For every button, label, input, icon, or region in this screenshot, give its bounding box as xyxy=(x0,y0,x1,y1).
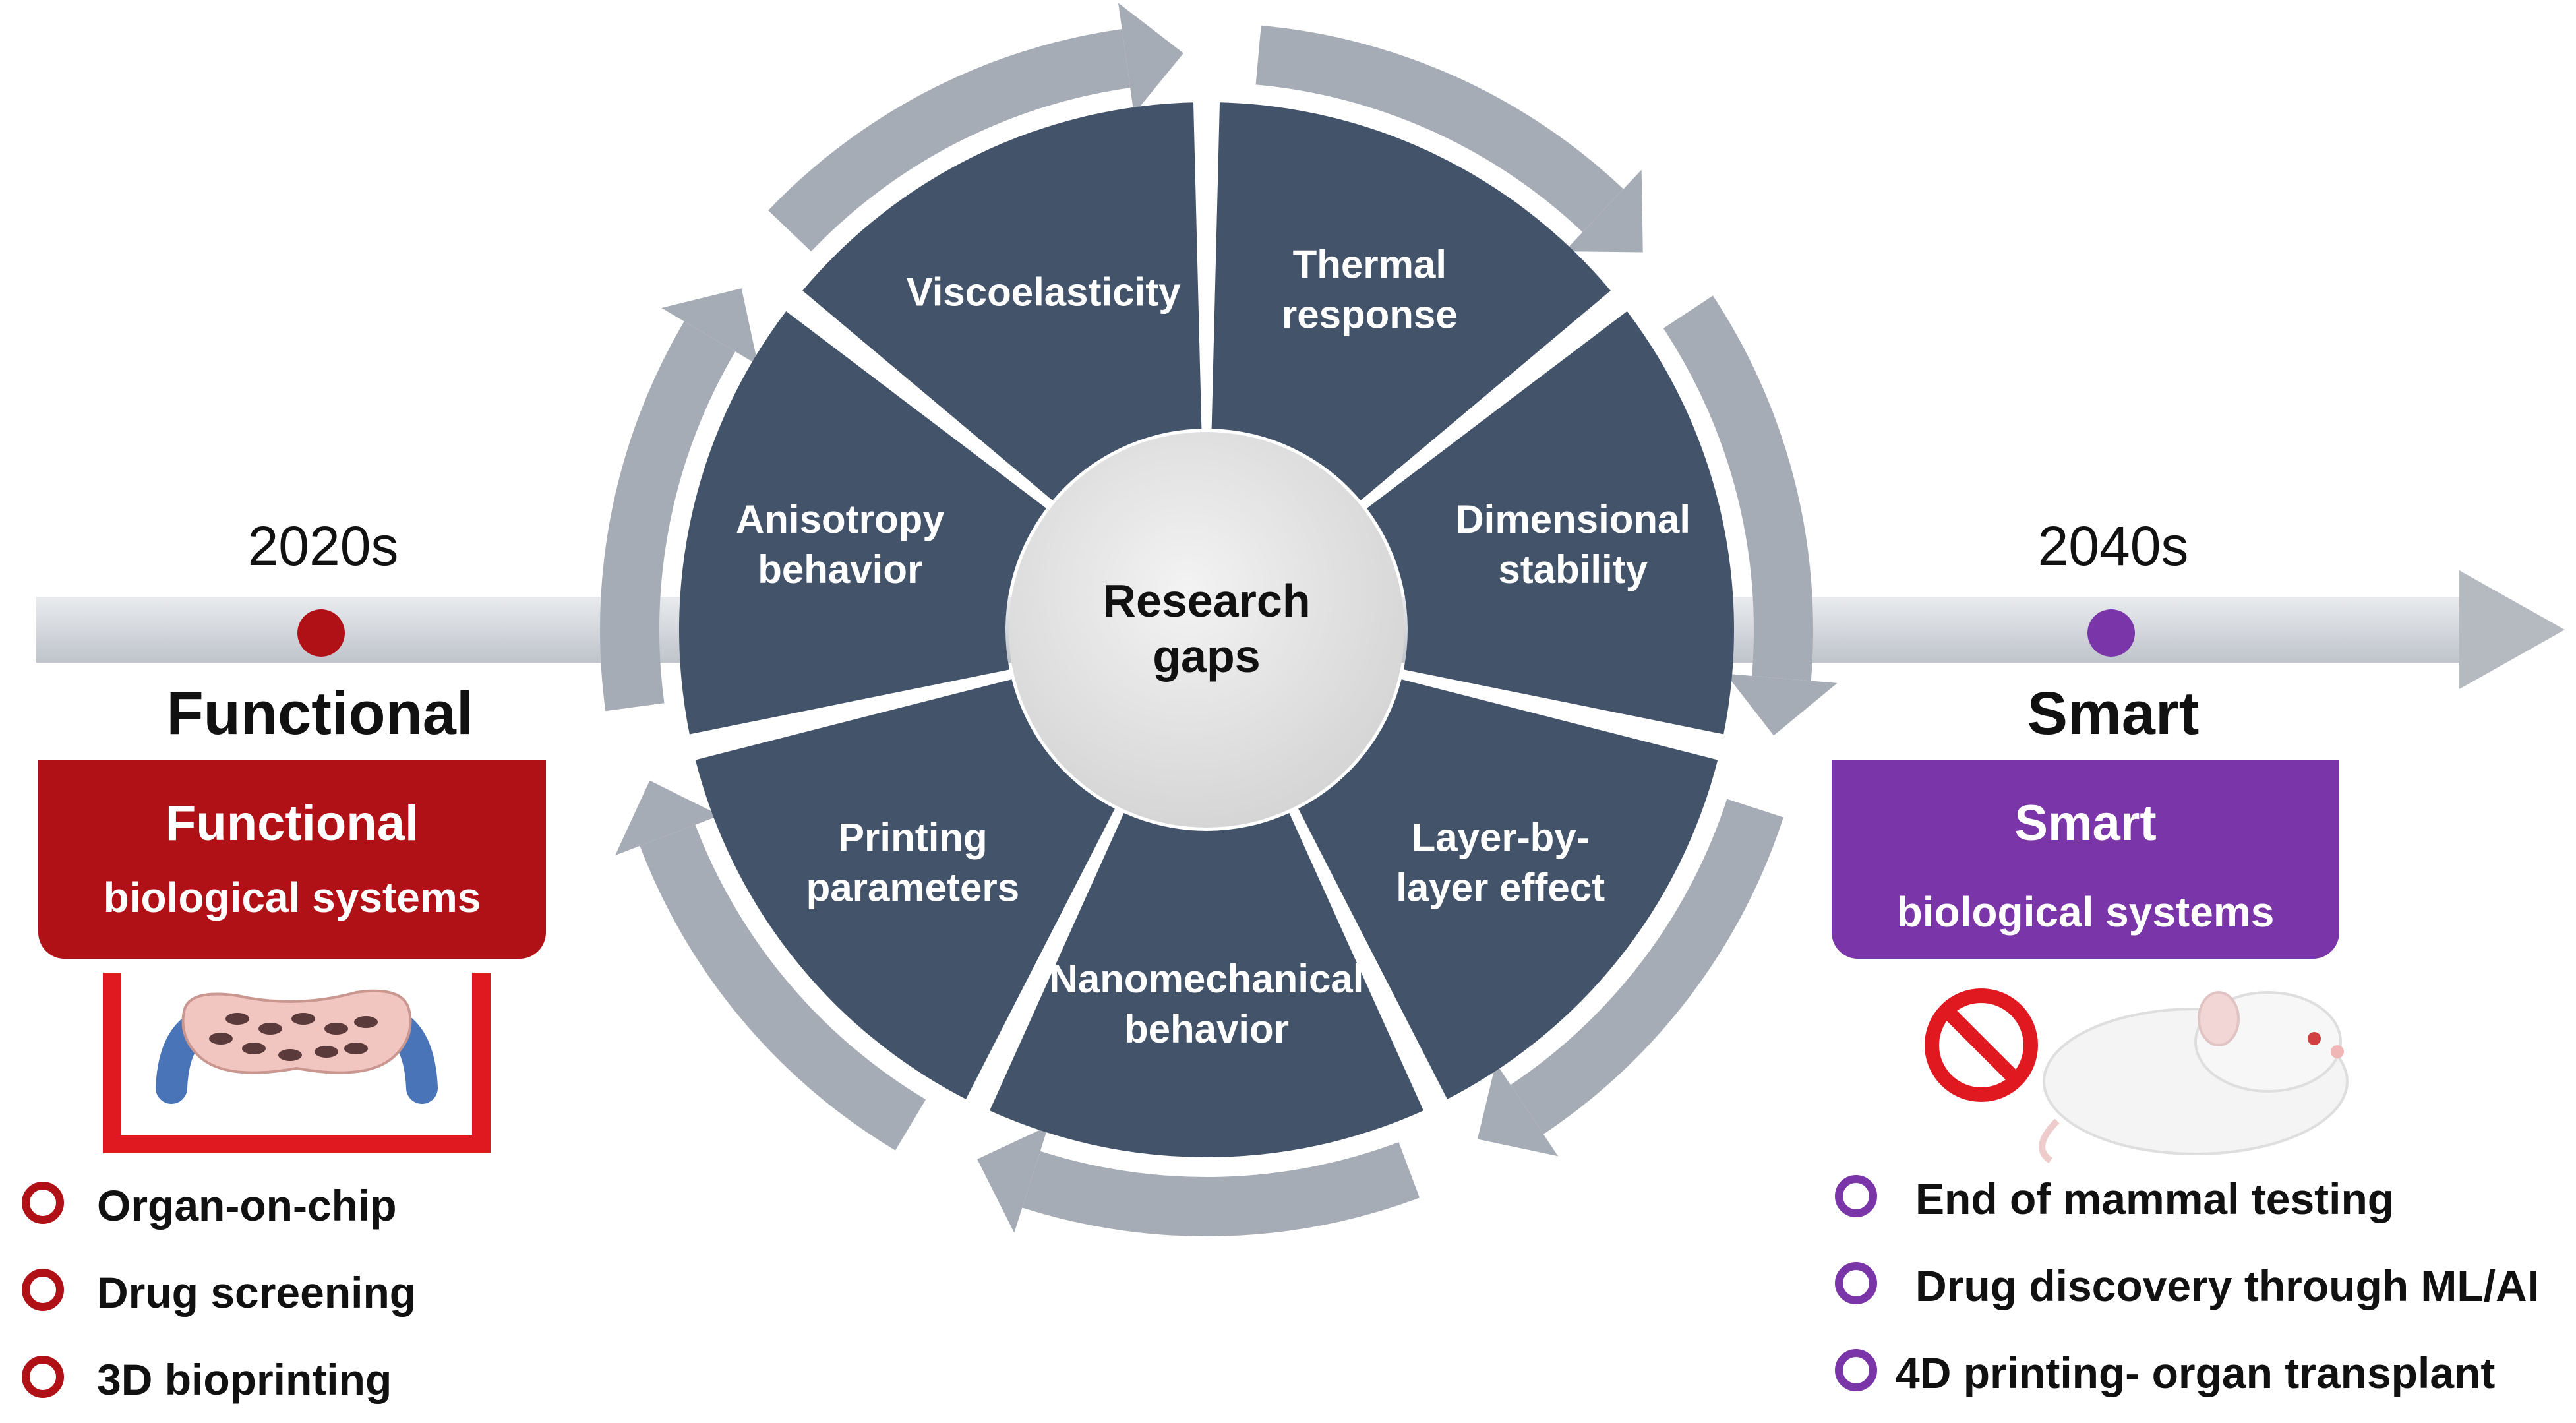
segment-label-3-line2: stability xyxy=(1498,547,1648,591)
segment-label-6: Printing xyxy=(838,815,988,859)
organ-on-chip-icon xyxy=(103,973,491,1153)
segment-label-1: Viscoelasticity xyxy=(907,270,1181,314)
research-gaps-wheel: Viscoelasticity Thermal responseDimensiona… xyxy=(599,3,1838,1236)
segment-label-4-line2: layer effect xyxy=(1396,865,1605,909)
center-hub-label-2: gaps xyxy=(1153,630,1260,682)
ring-arrow-3 xyxy=(1663,295,1814,681)
segment-label-5: Nanomechanical xyxy=(1050,957,1364,1001)
segment-7 xyxy=(678,311,1046,735)
ring-arrowhead-4 xyxy=(1477,1062,1559,1157)
bullet-ring-icon xyxy=(22,1356,64,1398)
functional-box-subtitle: biological systems xyxy=(103,873,481,921)
segment-label-2-line2: response xyxy=(1282,292,1458,336)
segment-label-7-line2: behavior xyxy=(758,547,922,591)
segment-4 xyxy=(1298,679,1718,1099)
functional-applications-list: Organ-on-chip Drug screening 3D bioprint… xyxy=(16,1162,610,1423)
ring-arrow-2 xyxy=(1255,25,1624,233)
ring-arrow-7 xyxy=(599,321,736,712)
ring-arrowhead-5 xyxy=(977,1126,1048,1233)
ring-arrow-4 xyxy=(1510,799,1783,1135)
segment-1 xyxy=(802,102,1202,500)
segment-label-5-line2: behavior xyxy=(1124,1007,1289,1051)
ring-arrowhead-1 xyxy=(1118,3,1184,114)
smart-systems-box: Smart biological systems xyxy=(1832,760,2339,959)
list-item: 3D bioprinting xyxy=(16,1336,610,1423)
year-2020s: 2020s xyxy=(247,515,399,577)
list-item: 4D printing- organ transplant xyxy=(1830,1329,2568,1416)
bullet-ring-icon xyxy=(22,1269,64,1311)
timeline-arrowhead xyxy=(2459,570,2565,689)
smart-box-title: Smart xyxy=(2014,795,2157,851)
segment-label-3: Dimensional xyxy=(1455,497,1691,541)
bullet-ring-icon xyxy=(1835,1175,1877,1217)
segment-6 xyxy=(695,679,1115,1099)
segment-3 xyxy=(1367,311,1735,735)
list-item: Drug screening xyxy=(16,1249,610,1336)
timeline-dot-2020s xyxy=(297,609,345,657)
ring-arrow-5 xyxy=(1022,1142,1420,1236)
smart-applications-list: End of mammal testing Drug discovery thr… xyxy=(1830,1155,2568,1416)
bullet-ring-icon xyxy=(22,1182,64,1224)
ring-arrow-1 xyxy=(768,29,1131,252)
bullet-ring-icon xyxy=(1835,1349,1877,1391)
era-label-functional: Functional xyxy=(166,680,473,747)
functional-box-title: Functional xyxy=(165,795,419,851)
ring-arrowhead-3 xyxy=(1725,673,1838,736)
list-item: Drug discovery through ML/AI xyxy=(1830,1242,2568,1329)
segment-label-6-line2: parameters xyxy=(806,865,1020,909)
segment-label-4: Layer-by- xyxy=(1412,815,1590,859)
functional-systems-box: Functional biological systems xyxy=(38,760,546,959)
no-animal-testing-icon xyxy=(1925,988,2349,1164)
list-item: Organ-on-chip xyxy=(16,1162,610,1249)
segment-2 xyxy=(1211,102,1611,500)
ring-arrow-6 xyxy=(640,824,926,1151)
center-hub xyxy=(1009,432,1404,828)
timeline-dot-2040s xyxy=(2087,609,2135,657)
ring-arrowhead-7 xyxy=(661,288,758,365)
segment-5 xyxy=(990,813,1423,1158)
ring-arrowhead-6 xyxy=(615,780,720,856)
era-label-smart: Smart xyxy=(2027,680,2200,747)
segment-label-7: Anisotropy xyxy=(736,497,945,541)
bullet-ring-icon xyxy=(1835,1262,1877,1304)
year-2040s: 2040s xyxy=(2037,515,2189,577)
center-hub-label-1: Research xyxy=(1102,575,1310,626)
list-item: End of mammal testing xyxy=(1830,1155,2568,1242)
segment-label-2: Thermal xyxy=(1293,242,1447,286)
smart-box-subtitle: biological systems xyxy=(1896,888,2275,936)
ring-arrowhead-2 xyxy=(1564,169,1643,253)
